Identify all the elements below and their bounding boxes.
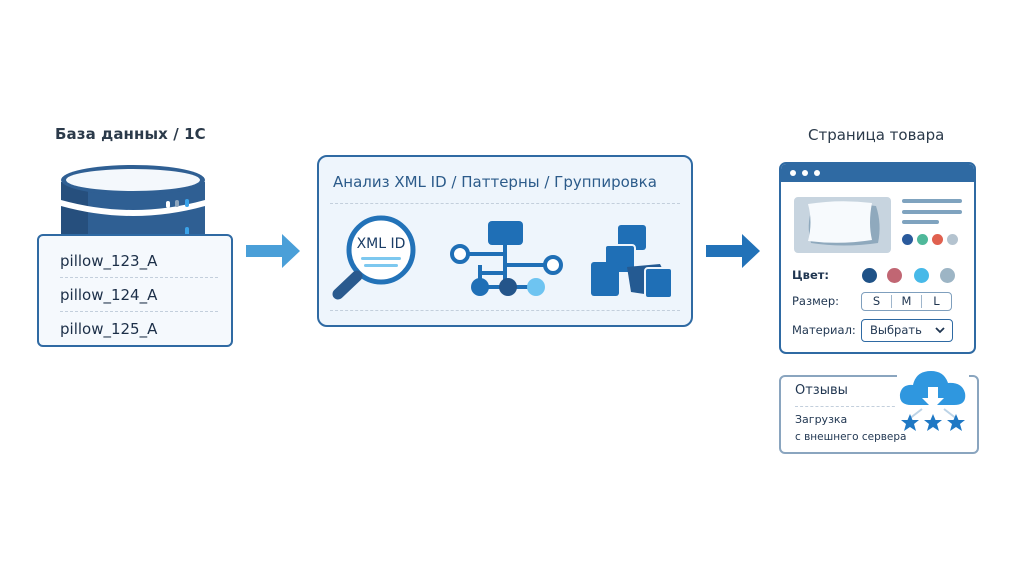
- preview-swatch: [947, 234, 958, 245]
- reviews-subtitle: Загрузка: [795, 413, 848, 426]
- color-option[interactable]: [887, 268, 902, 283]
- record-item[interactable]: pillow_125_A: [60, 320, 158, 338]
- arrow-right-icon: [706, 234, 760, 268]
- size-option-m[interactable]: M: [891, 295, 921, 308]
- reviews-subtitle: с внешнего сервера: [795, 431, 907, 443]
- magnifier-label: XML ID: [357, 236, 406, 252]
- chevron-down-icon: [935, 327, 945, 334]
- reviews-title: Отзывы: [795, 383, 848, 398]
- size-option-l[interactable]: L: [921, 295, 951, 308]
- database-records-list: pillow_123_A pillow_124_A pillow_125_A: [37, 234, 233, 347]
- magnifier-icon: XML ID: [332, 215, 416, 300]
- rating-stars: [901, 414, 965, 431]
- color-label: Цвет:: [792, 268, 830, 282]
- window-dot-icon: [790, 170, 796, 176]
- pillow-image: [794, 197, 891, 253]
- divider: [330, 203, 680, 204]
- size-option-s[interactable]: S: [872, 294, 881, 308]
- text-line: [902, 210, 962, 214]
- tree-structure-icon: [450, 221, 563, 296]
- product-page-title: Страница товара: [808, 126, 945, 144]
- grouped-blocks-icon: [591, 225, 673, 299]
- size-label: Размер:: [792, 294, 840, 308]
- product-page-window: Цвет: Размер: S M L Материал: Выбрать: [779, 162, 976, 354]
- analysis-title: Анализ XML ID / Паттерны / Группировка: [333, 173, 657, 191]
- color-option[interactable]: [940, 268, 955, 283]
- text-line: [902, 199, 962, 203]
- material-select[interactable]: Выбрать: [861, 319, 953, 342]
- pillow-icon: [808, 201, 880, 246]
- material-select-value: Выбрать: [870, 323, 922, 337]
- size-selector: S M L: [861, 292, 952, 311]
- record-item[interactable]: pillow_123_A: [60, 244, 218, 278]
- preview-swatch: [917, 234, 928, 245]
- cloud-download-icon: [897, 365, 969, 431]
- preview-swatch: [902, 234, 913, 245]
- material-label: Материал:: [792, 323, 856, 337]
- record-item[interactable]: pillow_124_A: [60, 278, 218, 312]
- divider: [330, 310, 680, 311]
- window-dot-icon: [814, 170, 820, 176]
- color-option[interactable]: [914, 268, 929, 283]
- window-dot-icon: [802, 170, 808, 176]
- browser-title-bar: [781, 164, 974, 182]
- color-option[interactable]: [862, 268, 877, 283]
- divider: [795, 406, 900, 407]
- text-line: [902, 220, 939, 224]
- database-title: База данных / 1С: [55, 125, 206, 143]
- arrow-right-icon: [246, 234, 300, 268]
- preview-swatch: [932, 234, 943, 245]
- database-icon: [61, 165, 205, 240]
